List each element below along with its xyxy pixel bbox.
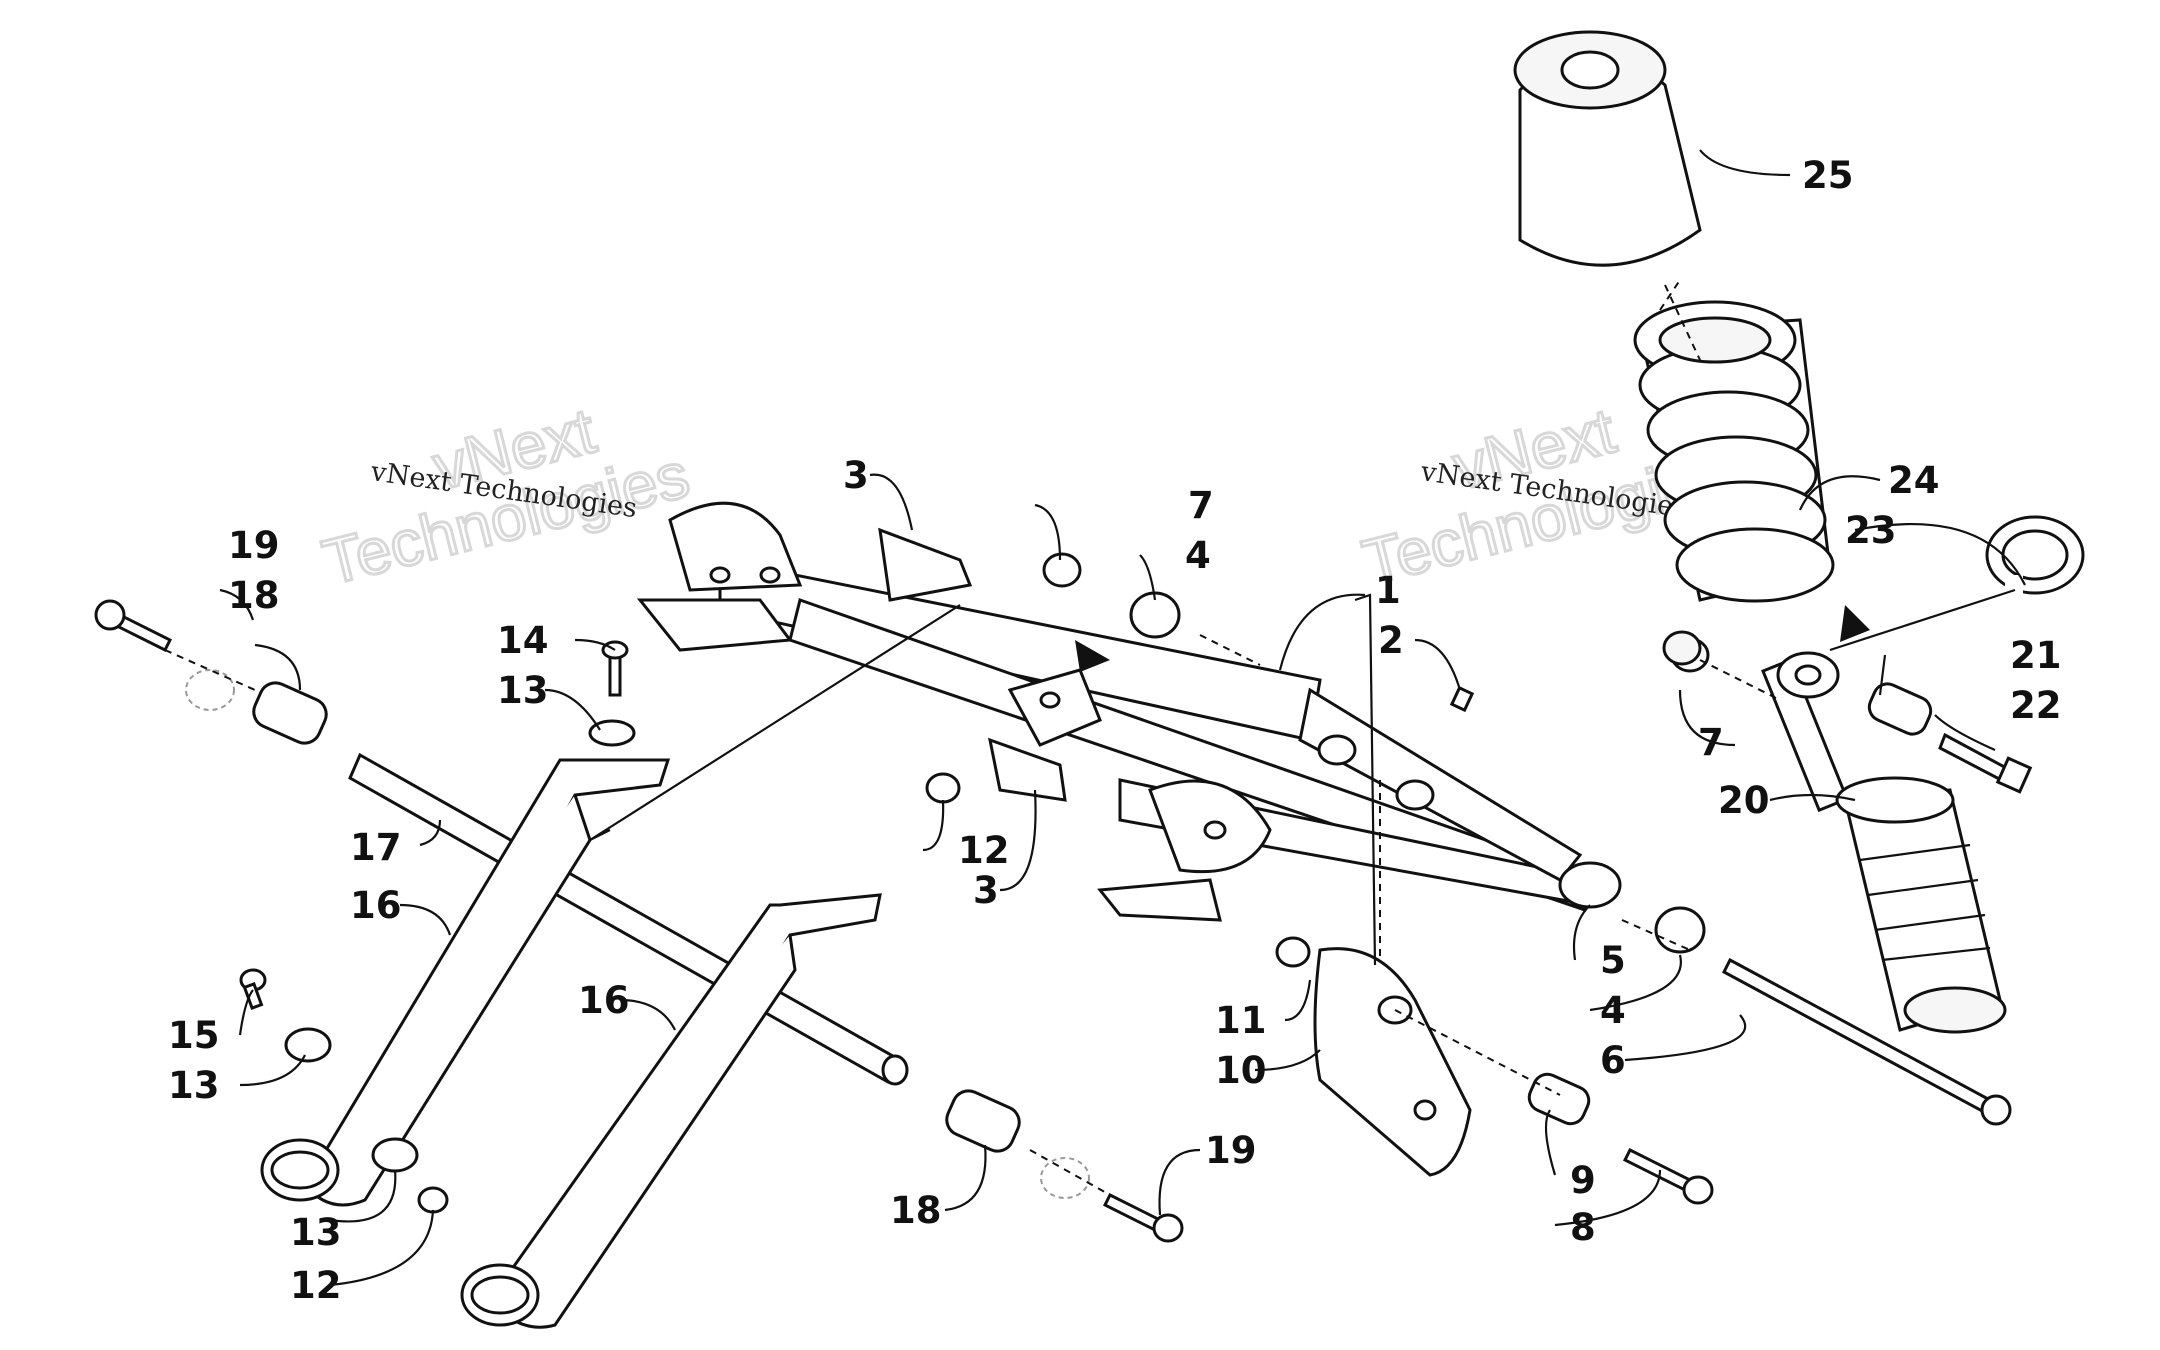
callout-14: 14	[497, 619, 549, 662]
callout-18-left: 18	[228, 574, 280, 617]
callout-20: 20	[1718, 779, 1770, 822]
callout-24: 24	[1888, 459, 1940, 502]
callout-13-top: 13	[497, 669, 549, 712]
callout-7-right: 7	[1698, 721, 1724, 764]
callout-17: 17	[350, 826, 402, 869]
bolt-part-19-left	[94, 599, 235, 711]
bracket-part	[1313, 947, 1472, 1177]
callout-7-top: 7	[1188, 484, 1214, 527]
washer-part-13-bottom	[371, 1137, 449, 1214]
callout-12-bottom: 12	[290, 1264, 342, 1307]
bolt-part-15	[239, 968, 332, 1063]
nut-part-11	[1275, 936, 1311, 968]
nut-part-12-top	[925, 772, 961, 804]
callout-22: 22	[2010, 684, 2062, 727]
swing-arm-part	[636, 501, 1622, 922]
bushing-part-18-left	[252, 681, 328, 745]
clip-ring-part	[1985, 515, 2085, 595]
bushing-part-bottom	[1654, 906, 1706, 954]
callout-4-bottom: 4	[1600, 989, 1626, 1032]
strap-part-left	[260, 758, 671, 1207]
pad-part-bottom	[988, 737, 1067, 802]
callout-16-right: 16	[578, 979, 630, 1022]
callout-16-left: 16	[350, 884, 402, 927]
bushing-part-18-right	[945, 1089, 1021, 1153]
callout-3-bottom: 3	[973, 869, 999, 912]
nut-part-right	[1662, 630, 1710, 673]
callout-5: 5	[1600, 939, 1626, 982]
callout-1: 1	[1375, 569, 1401, 612]
callout-11: 11	[1215, 999, 1267, 1042]
strap-part-right	[460, 893, 882, 1329]
bolt-part-14	[588, 640, 636, 747]
callout-9: 9	[1570, 1159, 1596, 1202]
callout-8: 8	[1570, 1206, 1596, 1249]
callouts: 25 24 23 21 22 20 7 1 2 3 7 4 3 12 14 13…	[168, 154, 2062, 1307]
grease-fitting-part	[1449, 685, 1475, 713]
arrow-marker	[1075, 640, 1110, 672]
spring-part	[1633, 300, 1835, 603]
bolt-part-8	[1622, 1147, 1714, 1205]
callout-19-right: 19	[1205, 1129, 1257, 1172]
pad-part-top	[878, 527, 973, 602]
callout-13-left: 13	[168, 1064, 220, 1107]
callout-12-top: 12	[958, 829, 1010, 872]
shock-bolt-part	[1867, 682, 2033, 794]
bushing-part-top	[1042, 552, 1181, 639]
arrow-marker	[1840, 605, 1870, 642]
callout-21: 21	[2010, 634, 2062, 677]
callout-13-bottom: 13	[290, 1211, 342, 1254]
long-bolt-part	[1722, 957, 2012, 1126]
shock-absorber-part	[1761, 651, 2007, 1034]
watermark-left: vNext Technologies vNext Technologies	[314, 393, 697, 600]
boot-part	[1513, 30, 1702, 267]
callout-23: 23	[1845, 509, 1897, 552]
callout-25: 25	[1802, 154, 1854, 197]
bolt-part-19-right	[1040, 1157, 1184, 1243]
callout-2: 2	[1378, 619, 1404, 662]
callout-10: 10	[1215, 1049, 1267, 1092]
callout-19-left: 19	[228, 524, 280, 567]
callout-6: 6	[1600, 1039, 1626, 1082]
callout-4-top: 4	[1185, 534, 1211, 577]
sleeve-part-9	[1527, 1072, 1591, 1126]
callout-3-top: 3	[843, 454, 869, 497]
callout-18-right: 18	[890, 1189, 942, 1232]
leader-lines	[164, 149, 2026, 1287]
callout-15: 15	[168, 1014, 220, 1057]
